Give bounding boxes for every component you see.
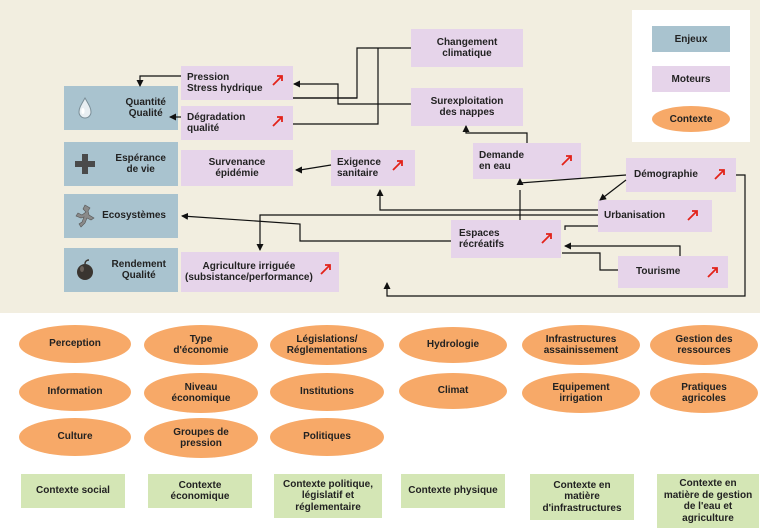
- fruit-icon: [77, 259, 93, 280]
- contexte-politiques: Politiques: [270, 418, 384, 456]
- medical-cross-icon: [75, 154, 95, 174]
- legend-contexte: Contexte: [652, 106, 730, 132]
- contexte-legislations: Législations/ Réglementations: [270, 325, 384, 365]
- moteur-label: Espaces récréatifs: [459, 227, 505, 251]
- categorie-contexte-physique: Contexte physique: [401, 474, 505, 508]
- contexte-institutions: Institutions: [270, 373, 384, 411]
- moteur-demande: Demande en eau: [473, 143, 581, 179]
- categorie-contexte-gestion-eau: Contexte en matière de gestion de l'eau …: [657, 474, 759, 528]
- legend: Enjeux Moteurs Contexte: [632, 10, 750, 142]
- trend-up-arrow-icon: [561, 155, 572, 166]
- categorie-contexte-politique: Contexte politique, législatif et réglem…: [274, 474, 382, 518]
- contexte-information: Information: [19, 373, 131, 411]
- moteur-survenance: Survenance épidémie: [181, 150, 293, 186]
- contexte-equipement-irrigation: Equipement irrigation: [522, 373, 640, 413]
- enjeu-ecosystemes: Ecosystèmes: [64, 194, 178, 238]
- contexte-culture: Culture: [19, 418, 131, 456]
- contexte-hydrologie: Hydrologie: [399, 327, 507, 363]
- categorie-contexte-economique: Contexte économique: [148, 474, 252, 508]
- lizard-icon: [75, 204, 95, 228]
- trend-up-arrow-icon: [392, 160, 403, 171]
- enjeu-label: Quantité Qualité: [125, 96, 166, 120]
- enjeu-label: Espérance de vie: [115, 152, 166, 176]
- categorie-contexte-infrastructures: Contexte en matière d'infrastructures: [530, 474, 634, 520]
- contexte-gestion-ressources: Gestion des ressources: [650, 325, 758, 365]
- contexte-type-economie: Type d'économie: [144, 325, 258, 365]
- moteur-agriculture: Agriculture irriguée (subsistance/perfor…: [181, 252, 339, 292]
- trend-up-arrow-icon: [687, 210, 698, 221]
- trend-up-arrow-icon: [272, 116, 283, 127]
- moteur-label: Urbanisation: [604, 210, 666, 222]
- moteur-degradation: Dégradation qualité: [181, 106, 293, 140]
- trend-up-arrow-icon: [320, 264, 331, 275]
- contexte-niveau-economique: Niveau économique: [144, 373, 258, 413]
- contexte-climat: Climat: [399, 373, 507, 409]
- moteur-label: Pression Stress hydrique: [187, 71, 263, 95]
- moteur-surexploitation: Surexploitation des nappes: [411, 88, 523, 126]
- contexte-groupes-pression: Groupes de pression: [144, 418, 258, 458]
- moteur-label: Agriculture irriguée (subsistance/perfor…: [185, 260, 313, 284]
- trend-up-arrow-icon: [714, 169, 725, 180]
- categorie-contexte-social: Contexte social: [21, 474, 125, 508]
- moteur-label: Tourisme: [636, 266, 681, 278]
- enjeu-label: Ecosystèmes: [102, 210, 166, 222]
- moteur-label: Exigence sanitaire: [337, 156, 381, 180]
- contexte-perception: Perception: [19, 325, 131, 363]
- legend-enjeux: Enjeux: [652, 26, 730, 52]
- moteur-label: Demande en eau: [479, 149, 525, 173]
- legend-moteurs: Moteurs: [652, 66, 730, 92]
- trend-up-arrow-icon: [541, 233, 552, 244]
- water-drop-icon: [78, 96, 92, 119]
- moteur-label: Dégradation qualité: [187, 111, 246, 135]
- contexte-pratiques-agricoles: Pratiques agricoles: [650, 373, 758, 413]
- moteur-changement-climatique: Changement climatique: [411, 29, 523, 67]
- trend-up-arrow-icon: [272, 75, 283, 86]
- contexte-infrastructures: Infrastructures assainissement: [522, 325, 640, 365]
- enjeu-label: Rendement Qualité: [111, 258, 166, 282]
- moteur-label: Démographie: [634, 169, 698, 181]
- trend-up-arrow-icon: [707, 267, 718, 278]
